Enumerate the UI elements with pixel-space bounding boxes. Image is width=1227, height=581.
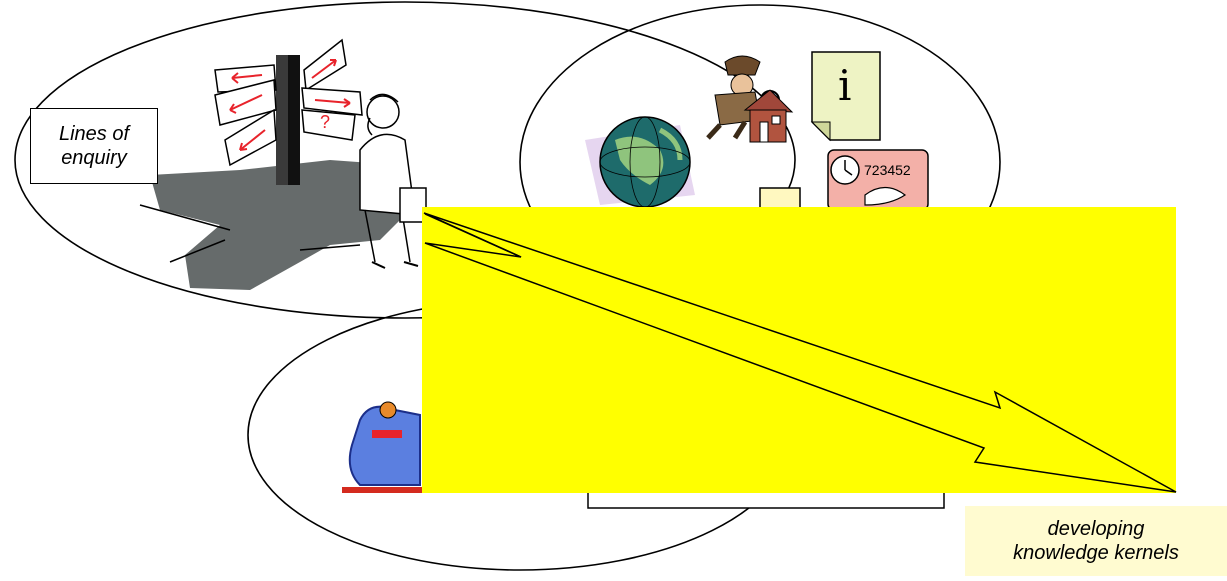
svg-text:i: i [838, 61, 851, 110]
lines-of-enquiry-line-2: enquiry [61, 147, 127, 169]
handshake-figures-icon [342, 401, 442, 493]
developing-knowledge-kernels-label: developing knowledge kernels [965, 506, 1227, 576]
information-note-icon: i [810, 51, 881, 142]
signpost-figure-icon: ? [214, 38, 363, 185]
clock-book-icon: 723452 [827, 149, 929, 211]
road-shadow-icon [139, 160, 410, 290]
globe-icon [585, 116, 695, 208]
thinking-man-icon [359, 93, 427, 269]
kernels-line-2: knowledge kernels [1013, 542, 1179, 564]
lines-of-enquiry-line-1: Lines of [58, 123, 130, 145]
svg-text:?: ? [320, 112, 330, 132]
detective-house-icon [706, 55, 794, 143]
lines-of-enquiry-label: Lines of enquiry [30, 108, 158, 184]
kernels-line-1: developing [1047, 518, 1145, 540]
arrow-icon [423, 212, 1177, 493]
svg-text:723452: 723452 [864, 162, 911, 178]
ellipse-top-left [14, 1, 796, 319]
